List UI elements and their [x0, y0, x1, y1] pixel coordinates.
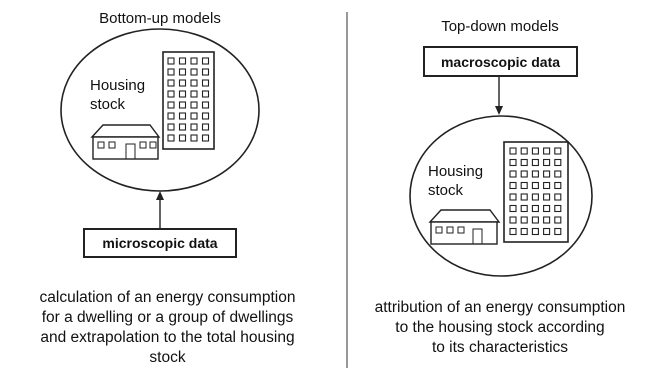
window — [167, 123, 175, 131]
window — [531, 193, 539, 201]
right-housing-stock-ellipse — [409, 115, 593, 277]
left-apartment-building-icon — [162, 51, 215, 150]
window — [554, 193, 562, 201]
window — [520, 216, 528, 224]
left-housing-stock-line1: Housing — [90, 77, 146, 94]
window — [554, 147, 562, 155]
window — [543, 181, 551, 190]
top-down-description-line: to its characteristics — [431, 339, 569, 356]
right-housing-stock-line1: Housing — [428, 163, 484, 180]
window — [190, 68, 198, 76]
window — [509, 170, 517, 178]
window — [190, 101, 198, 109]
window — [167, 134, 175, 142]
window — [520, 158, 528, 167]
right-house-icon — [428, 209, 501, 245]
window — [520, 147, 528, 155]
window — [178, 90, 187, 98]
window — [531, 147, 539, 155]
top-down-title: Top-down models — [441, 18, 559, 35]
window — [167, 112, 175, 120]
window — [543, 170, 551, 178]
top-down-description-line: to the housing stock according — [395, 319, 605, 336]
window — [531, 170, 539, 178]
top-down-description: attribution of an energy consumption to … — [352, 298, 648, 358]
window — [201, 68, 210, 76]
left-house-icon — [90, 124, 161, 160]
window — [178, 101, 187, 109]
window — [531, 181, 539, 190]
right-housing-stock-label: Housing stock — [428, 162, 483, 200]
window — [201, 57, 210, 65]
window — [178, 134, 187, 142]
window — [167, 79, 175, 87]
window — [554, 216, 562, 224]
left-housing-stock-label: Housing stock — [90, 76, 145, 114]
window — [554, 227, 562, 236]
window — [190, 112, 198, 120]
window — [520, 181, 528, 190]
left-housing-stock-line2: stock — [90, 96, 126, 113]
window — [520, 170, 528, 178]
window — [543, 158, 551, 167]
right-down-arrow — [495, 76, 503, 115]
window — [190, 57, 198, 65]
window — [543, 216, 551, 224]
microscopic-data-box: microscopic data — [83, 228, 237, 258]
window — [509, 158, 517, 167]
window — [520, 193, 528, 201]
window — [554, 170, 562, 178]
bottom-up-description-line: stock — [149, 349, 186, 366]
window — [178, 123, 187, 131]
window — [201, 79, 210, 87]
window — [201, 101, 210, 109]
bottom-up-description-line: and extrapolation to the total housing — [40, 329, 295, 346]
window — [190, 134, 198, 142]
window — [167, 101, 175, 109]
window — [509, 181, 517, 190]
window — [531, 204, 539, 213]
window — [543, 227, 551, 236]
window — [178, 112, 187, 120]
window — [520, 204, 528, 213]
window — [509, 147, 517, 155]
window — [190, 79, 198, 87]
bottom-up-title: Bottom-up models — [99, 10, 221, 27]
window — [543, 147, 551, 155]
window — [190, 123, 198, 131]
window — [178, 79, 187, 87]
window — [554, 181, 562, 190]
window — [531, 158, 539, 167]
bottom-up-description: calculation of an energy consumption for… — [0, 288, 335, 368]
bottom-up-description-line: calculation of an energy consumption — [39, 289, 296, 306]
top-down-description-line: attribution of an energy consumption — [374, 299, 626, 316]
window — [520, 227, 528, 236]
window — [178, 57, 187, 65]
window — [543, 193, 551, 201]
window — [531, 216, 539, 224]
window — [201, 123, 210, 131]
window — [201, 90, 210, 98]
window — [167, 90, 175, 98]
window — [554, 204, 562, 213]
right-apartment-building-icon — [503, 141, 569, 243]
window — [509, 193, 517, 201]
window — [167, 68, 175, 76]
window — [167, 57, 175, 65]
bottom-up-description-line: for a dwelling or a group of dwellings — [41, 309, 294, 326]
window — [178, 68, 187, 76]
window — [201, 112, 210, 120]
window — [509, 227, 517, 236]
window — [554, 158, 562, 167]
macroscopic-data-box: macroscopic data — [423, 46, 578, 77]
window — [531, 227, 539, 236]
window — [543, 204, 551, 213]
window — [509, 204, 517, 213]
left-up-arrow — [156, 191, 164, 228]
window — [201, 134, 210, 142]
window — [190, 90, 198, 98]
window — [509, 216, 517, 224]
right-housing-stock-line2: stock — [428, 182, 464, 199]
